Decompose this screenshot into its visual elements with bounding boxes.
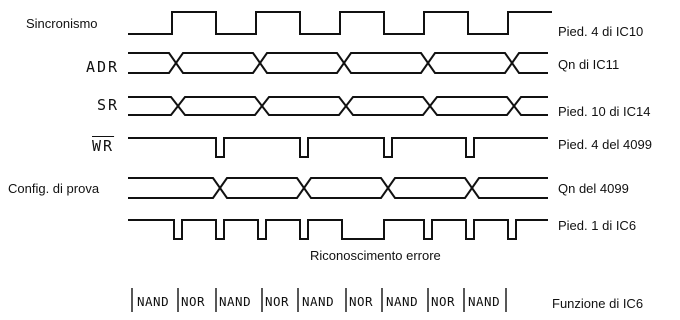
config-waveform-lower xyxy=(128,177,548,199)
label-sincronismo: Sincronismo xyxy=(26,16,98,31)
function-nor-4: NOR xyxy=(431,294,456,309)
function-nor-2: NOR xyxy=(265,294,290,309)
function-nand-3: NAND xyxy=(302,294,335,309)
function-nand-4: NAND xyxy=(386,294,419,309)
error-recognition-label: Riconoscimento errore xyxy=(310,248,441,263)
adr-waveform-lower xyxy=(128,52,548,74)
function-nand-2: NAND xyxy=(219,294,252,309)
sr-waveform-lower xyxy=(128,96,548,116)
label-funzione-ic6: Funzione di IC6 xyxy=(552,296,644,311)
sync-waveform xyxy=(128,11,552,35)
label-config-prova: Config. di prova xyxy=(8,181,100,196)
label-sr: SR xyxy=(97,96,120,114)
function-nor-3: NOR xyxy=(349,294,374,309)
label-adr: ADR xyxy=(86,58,120,76)
wr-waveform xyxy=(128,137,548,158)
label-pied4-ic10: Pied. 4 di IC10 xyxy=(558,24,644,39)
label-pied1-ic6: Pied. 1 di IC6 xyxy=(558,218,637,233)
output-waveform xyxy=(128,219,548,240)
label-pied4-4099: Pied. 4 del 4099 xyxy=(558,137,652,152)
label-qn-ic11: Qn di IC11 xyxy=(558,57,620,72)
label-wr: WR xyxy=(92,137,115,155)
function-nand-1: NAND xyxy=(137,294,170,309)
label-pied10-ic14: Pied. 10 di IC14 xyxy=(558,104,651,119)
function-nor-1: NOR xyxy=(181,294,206,309)
label-qn-4099: Qn del 4099 xyxy=(558,181,629,196)
sr-waveform-upper xyxy=(128,96,548,116)
function-nand-5: NAND xyxy=(468,294,501,309)
config-waveform-upper xyxy=(128,177,548,199)
